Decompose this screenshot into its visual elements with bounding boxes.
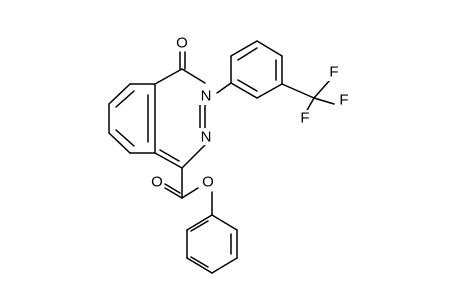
- fluorine-2-label: F: [339, 92, 348, 109]
- bond: [216, 82, 232, 94]
- bond: [313, 79, 331, 99]
- bond: [230, 40, 258, 57]
- carbonyl-oxygen-label: O: [176, 35, 188, 52]
- bond: [154, 152, 183, 169]
- bond: [164, 187, 183, 199]
- bond: [237, 47, 258, 61]
- bond: [115, 90, 135, 108]
- bond: [281, 83, 315, 99]
- bond: [108, 132, 131, 154]
- atom-labels: O N N O O F F F: [150, 34, 350, 191]
- fluorine-1-label: F: [329, 64, 338, 81]
- bond: [256, 40, 283, 57]
- trifluoromethyl-group: [281, 79, 335, 113]
- bond: [186, 257, 213, 274]
- ester-carbonyl-oxygen-label: O: [151, 174, 163, 191]
- fluorine-3-label: F: [300, 110, 309, 127]
- ester-oxygen-label: O: [202, 174, 214, 191]
- carbonyl-bond: [179, 51, 186, 70]
- bond: [230, 82, 258, 99]
- bond: [115, 129, 135, 147]
- bond: [256, 83, 283, 99]
- ring-nitrogen-label: N: [201, 88, 212, 105]
- phenyl-ring: [186, 214, 238, 274]
- ring-nitrogen-2-label: N: [201, 129, 212, 146]
- bonds: [108, 40, 335, 274]
- bond: [211, 257, 238, 274]
- bond: [181, 144, 206, 169]
- bond: [181, 187, 199, 199]
- aryl-substituent-ring: [216, 40, 283, 99]
- ester-group: [164, 167, 213, 216]
- bond: [313, 97, 335, 105]
- bond: [305, 97, 315, 113]
- pyridazinone-ring: [154, 68, 206, 169]
- bond: [211, 214, 238, 231]
- bond: [164, 183, 181, 194]
- bond: [181, 68, 206, 84]
- benzo-ring: [108, 83, 156, 154]
- bond: [186, 214, 213, 231]
- bond: [190, 256, 209, 268]
- bond: [159, 149, 180, 162]
- bond: [237, 79, 258, 92]
- bond: [154, 68, 183, 85]
- bond: [108, 83, 131, 105]
- bond: [190, 220, 209, 232]
